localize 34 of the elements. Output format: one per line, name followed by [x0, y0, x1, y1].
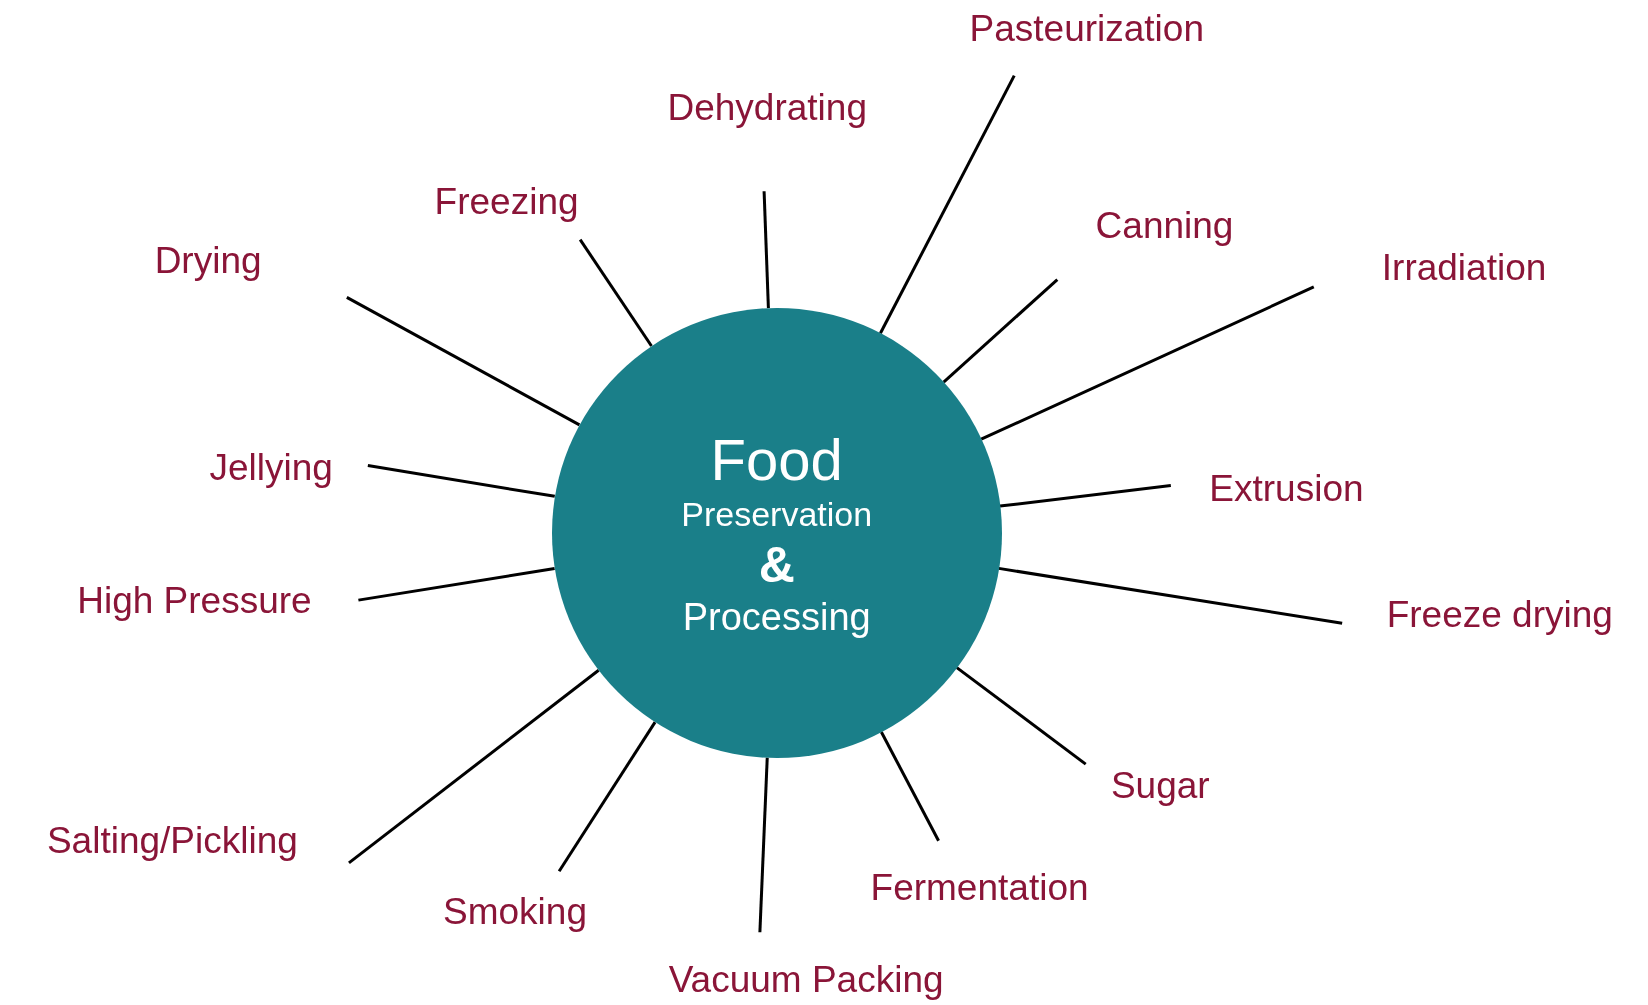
connector-line — [998, 566, 1343, 625]
method-label: Salting/Pickling — [46, 820, 298, 862]
hub-subtitle: Preservation — [681, 494, 873, 536]
connector-line — [880, 731, 940, 842]
connector-line — [358, 567, 555, 602]
method-label: High Pressure — [77, 580, 312, 622]
connector-line — [999, 484, 1171, 508]
connector-line — [762, 191, 770, 309]
method-label: Extrusion — [1209, 468, 1364, 510]
method-label: Vacuum Packing — [668, 959, 944, 1000]
hub-subtitle: & — [758, 536, 795, 596]
method-label: Freeze drying — [1386, 594, 1613, 636]
connector-line — [346, 296, 581, 427]
connector-line — [980, 285, 1315, 441]
connector-line — [367, 464, 555, 498]
connector-line — [557, 721, 657, 873]
method-label: Pasteurization — [969, 9, 1204, 50]
method-label: Freezing — [434, 181, 579, 223]
connector-line — [942, 278, 1059, 384]
method-label: Sugar — [1110, 765, 1210, 807]
connector-line — [879, 75, 1016, 334]
connector-line — [955, 666, 1087, 766]
connector-line — [758, 757, 769, 933]
method-label: Smoking — [443, 891, 587, 933]
hub-subtitle: Processing — [682, 595, 871, 641]
method-label: Drying — [154, 240, 262, 281]
method-label: Canning — [1095, 205, 1234, 247]
connector-line — [348, 669, 600, 865]
hub-title: Food — [710, 425, 843, 494]
connector-line — [578, 238, 653, 347]
method-label: Dehydrating — [667, 87, 867, 129]
method-label: Jellying — [209, 447, 333, 489]
method-label: Irradiation — [1381, 247, 1547, 289]
method-label: Fermentation — [870, 867, 1089, 909]
